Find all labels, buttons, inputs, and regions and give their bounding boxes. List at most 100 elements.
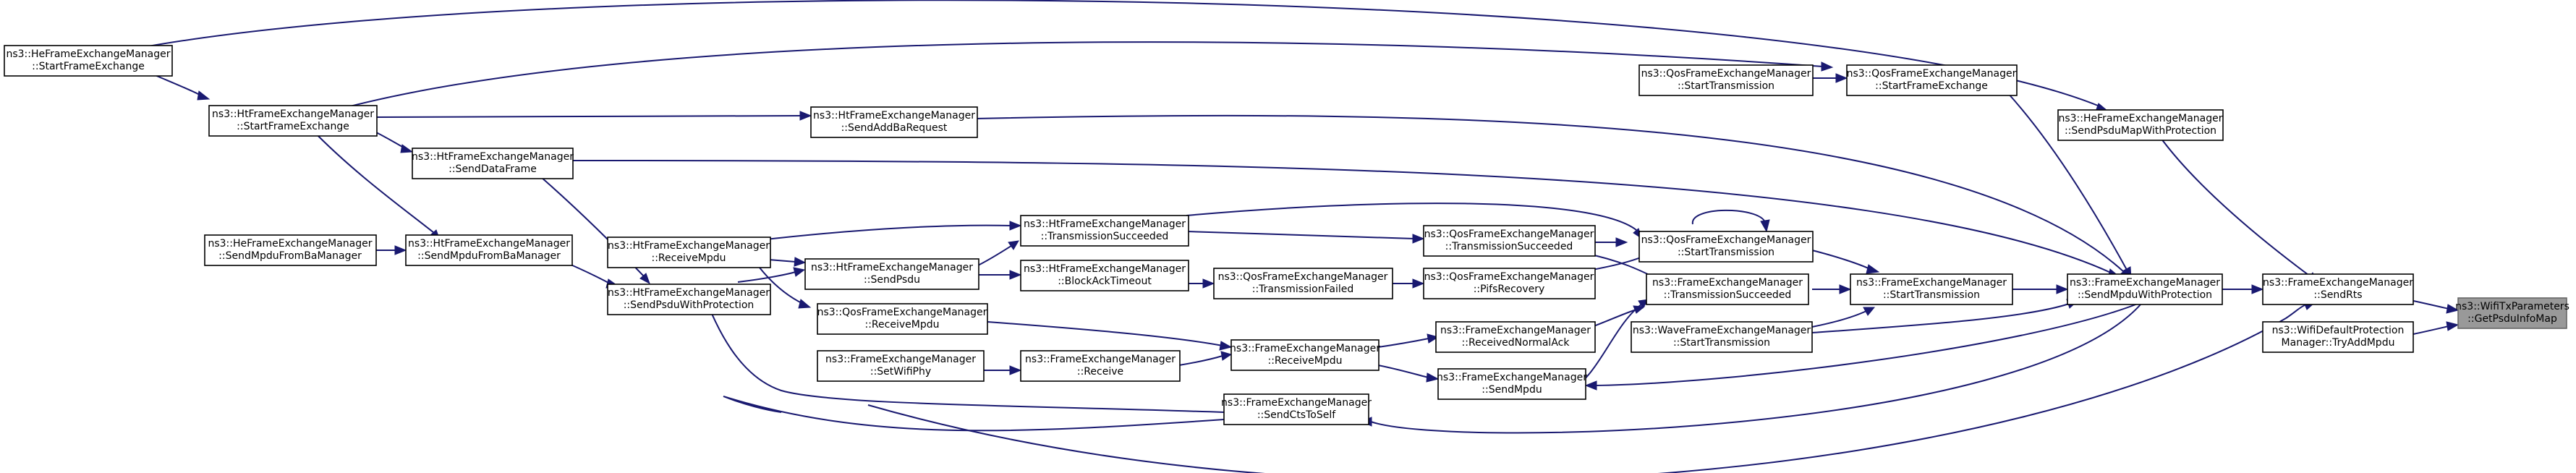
- node-label-line: ::SendMpduFromBaManager: [218, 250, 362, 262]
- node-label-line: ns3::FrameExchangeManager: [1221, 397, 1372, 409]
- edge-qos-start-transmission-self-loop: [1691, 209, 1770, 233]
- edge-he-send-mpdu-from-ba-manager-to-ht-send-mpdu-from-ba-manager: [376, 245, 407, 255]
- node-label-line: ns3::HtFrameExchangeManager: [1024, 218, 1186, 230]
- node-label-line: ns3::HtFrameExchangeManager: [1024, 263, 1186, 275]
- edge-fem-receive-to-fem-receive-mpdu: [1178, 351, 1233, 366]
- node-ht-transmission-succeeded[interactable]: ns3::HtFrameExchangeManager ::Transmissi…: [1020, 215, 1189, 247]
- node-label-line: ns3::FrameExchangeManager: [1025, 354, 1176, 365]
- node-send-rts[interactable]: ns3::FrameExchangeManager ::SendRts: [2262, 273, 2414, 305]
- edge-ht-start-frame-exchange-to-ht-send-add-ba-request: [375, 111, 812, 121]
- node-label-line: ns3::HtFrameExchangeManager: [412, 151, 574, 163]
- node-label-line: ns3::HtFrameExchangeManager: [408, 238, 570, 250]
- node-label-line: ::TransmissionFailed: [1252, 284, 1354, 295]
- node-qos-receive-mpdu[interactable]: ns3::QosFrameExchangeManager ::ReceiveMp…: [817, 303, 988, 335]
- node-label-line: ::SendMpduFromBaManager: [417, 250, 561, 262]
- edge-send-rts-to-get-psdu-info-map: [2413, 300, 2460, 314]
- node-ht-send-mpdu-from-ba-manager[interactable]: ns3::HtFrameExchangeManager ::SendMpduFr…: [405, 234, 573, 266]
- edge-ht-transmission-succeeded-to-qos-transmission-succeeded: [1186, 231, 1425, 244]
- edge-fem-receive-mpdu-to-fem-send-mpdu: [1377, 365, 1440, 383]
- edge-qos-start-transmission-self-to-fem-start-transmission: [1811, 250, 1880, 274]
- node-fem-set-wifi-phy[interactable]: ns3::FrameExchangeManager ::SetWifiPhy: [817, 350, 985, 382]
- node-he-send-mpdu-from-ba-manager[interactable]: ns3::HeFrameExchangeManager ::SendMpduFr…: [204, 234, 377, 266]
- node-fem-send-mpdu[interactable]: ns3::FrameExchangeManager ::SendMpdu: [1437, 368, 1587, 400]
- node-label-line: ::BlockAckTimeout: [1058, 276, 1152, 287]
- node-label-line: ::StartTransmission: [1678, 80, 1774, 92]
- node-fem-send-cts-to-self[interactable]: ns3::FrameExchangeManager ::SendCtsToSel…: [1221, 393, 1372, 425]
- node-label-line: ::TransmissionSucceeded: [1664, 289, 1792, 301]
- node-label-line: ::SendMpdu: [1482, 384, 1542, 396]
- node-send-mpdu-with-protection[interactable]: ns3::FrameExchangeManager ::SendMpduWith…: [2067, 273, 2223, 305]
- node-label-line: ::SendDataFrame: [449, 163, 537, 175]
- node-label-line: ns3::QosFrameExchangeManager: [1218, 271, 1388, 283]
- node-qos-start-transmission-left[interactable]: ns3::QosFrameExchangeManager ::StartTran…: [1638, 64, 1814, 96]
- node-label-line: ns3::HeFrameExchangeManager: [6, 48, 170, 60]
- node-fem-receive[interactable]: ns3::FrameExchangeManager ::Receive: [1020, 350, 1181, 382]
- edge-ht-send-psdu-to-ht-transmission-succeeded: [976, 240, 1019, 267]
- node-label-line: ns3::FrameExchangeManager: [2263, 277, 2413, 289]
- node-qos-pifs-recovery[interactable]: ns3::QosFrameExchangeManager ::PifsRecov…: [1423, 268, 1596, 299]
- node-label-line: ::TransmissionSucceeded: [1445, 241, 1573, 252]
- node-he-start-frame-exchange[interactable]: ns3::HeFrameExchangeManager ::StartFrame…: [4, 45, 173, 77]
- edge-wave-start-transmission-to-fem-start-transmission: [1811, 307, 1876, 328]
- node-label-line: ::StartTransmission: [1673, 337, 1770, 349]
- node-label-line: ns3::WifiTxParameters: [2455, 301, 2569, 312]
- node-label-line: ::StartFrameExchange: [1875, 80, 1988, 92]
- node-qos-transmission-failed[interactable]: ns3::QosFrameExchangeManager ::Transmiss…: [1213, 268, 1393, 299]
- node-label-line: ns3::FrameExchangeManager: [1437, 372, 1587, 383]
- edge-qos-transmission-failed-to-qos-pifs-recovery: [1393, 278, 1425, 289]
- edge-fem-start-transmission-to-send-mpdu-with-protection: [2012, 284, 2069, 294]
- node-label-line: ::TransmissionSucceeded: [1041, 231, 1169, 242]
- node-label-line: ::GetPsduInfoMap: [2467, 313, 2557, 325]
- edge-ht-send-psdu-with-protection-to-ht-send-psdu: [737, 267, 806, 283]
- node-label-line: ::PifsRecovery: [1474, 284, 1545, 295]
- node-label-line: ns3::FrameExchangeManager: [1230, 343, 1380, 354]
- edge-ht-block-ack-timeout-to-qos-transmission-failed: [1186, 278, 1215, 289]
- node-label-line: ::ReceiveMpdu: [865, 319, 940, 331]
- node-get-psdu-info-map[interactable]: ns3::WifiTxParameters ::GetPsduInfoMap: [2455, 297, 2569, 329]
- edge-try-add-mpdu-to-get-psdu-info-map: [2413, 321, 2460, 335]
- node-label-line: ns3::WifiDefaultProtection: [2272, 325, 2405, 336]
- node-ht-receive-mpdu[interactable]: ns3::HtFrameExchangeManager ::ReceiveMpd…: [607, 236, 771, 268]
- node-ht-send-psdu[interactable]: ns3::HtFrameExchangeManager ::SendPsdu: [804, 258, 979, 290]
- edge-ht-send-psdu-with-protection-to-send-cts-to-self: [723, 396, 1225, 432]
- node-ht-send-psdu-with-protection[interactable]: ns3::HtFrameExchangeManager ::SendPsduWi…: [607, 284, 771, 315]
- node-label-line: ::SendPsdu: [864, 274, 920, 286]
- edge-ht-start-frame-exchange-to-qos-start-frame-exchange: [347, 41, 1834, 108]
- edge-fem-transmission-succeeded-to-fem-start-transmission: [1812, 284, 1852, 294]
- node-label-line: ::StartTransmission: [1883, 289, 1980, 301]
- edge-ht-send-psdu-to-ht-block-ack-timeout: [977, 270, 1022, 280]
- node-he-send-psdu-map-with-protection[interactable]: ns3::HeFrameExchangeManager ::SendPsduMa…: [2057, 109, 2224, 141]
- node-ht-start-frame-exchange[interactable]: ns3::HtFrameExchangeManager ::StartFrame…: [208, 105, 378, 137]
- node-label-line: ::SetWifiPhy: [870, 366, 931, 378]
- edge-send-mpdu-with-protection-to-fem-send-mpdu: [1584, 303, 2138, 391]
- node-fem-received-normal-ack[interactable]: ns3::FrameExchangeManager ::ReceivedNorm…: [1435, 321, 1596, 353]
- node-label-line: ::ReceiveMpdu: [1268, 355, 1343, 367]
- node-qos-transmission-succeeded[interactable]: ns3::QosFrameExchangeManager ::Transmiss…: [1423, 225, 1596, 257]
- node-fem-start-transmission[interactable]: ns3::FrameExchangeManager ::StartTransmi…: [1850, 273, 2013, 305]
- node-label-line: ns3::QosFrameExchangeManager: [817, 307, 987, 318]
- node-fem-transmission-succeeded[interactable]: ns3::FrameExchangeManager ::Transmission…: [1646, 273, 1809, 305]
- node-ht-send-add-ba-request[interactable]: ns3::HtFrameExchangeManager ::SendAddBaR…: [810, 106, 978, 138]
- node-label-line: ::ReceiveMpdu: [652, 252, 726, 264]
- node-ht-block-ack-timeout[interactable]: ns3::HtFrameExchangeManager ::BlockAckTi…: [1020, 260, 1189, 291]
- node-label-line: ::ReceivedNormalAck: [1462, 337, 1570, 349]
- edge-fem-receive-mpdu-to-fem-received-normal-ack: [1377, 333, 1440, 348]
- edge-ht-send-data-frame-to-send-mpdu-with-protection: [569, 160, 2121, 278]
- node-label-line: ns3::QosFrameExchangeManager: [1847, 68, 2017, 80]
- node-label-line: ns3::HtFrameExchangeManager: [608, 240, 770, 252]
- node-wave-start-transmission[interactable]: ns3::WaveFrameExchangeManager ::StartTra…: [1631, 321, 1813, 353]
- node-try-add-mpdu[interactable]: ns3::WifiDefaultProtection Manager::TryA…: [2262, 321, 2414, 353]
- node-ht-send-data-frame[interactable]: ns3::HtFrameExchangeManager ::SendDataFr…: [412, 148, 574, 179]
- node-label-line: ns3::HeFrameExchangeManager: [208, 238, 372, 250]
- node-label-line: ns3::QosFrameExchangeManager: [1641, 68, 1811, 80]
- node-label-line: ::SendPsduMapWithProtection: [2065, 125, 2216, 137]
- edge-ht-start-frame-exchange-to-ht-send-mpdu-from-ba-manager: [310, 128, 441, 242]
- node-qos-start-frame-exchange[interactable]: ns3::QosFrameExchangeManager ::StartFram…: [1846, 64, 2018, 96]
- node-qos-start-transmission-self[interactable]: ns3::QosFrameExchangeManager ::StartTran…: [1638, 231, 1814, 263]
- node-fem-receive-mpdu[interactable]: ns3::FrameExchangeManager ::ReceiveMpdu: [1230, 339, 1380, 371]
- edge-fem-set-wifi-phy-to-fem-receive: [984, 365, 1022, 375]
- node-label-line: ::Receive: [1077, 366, 1123, 378]
- node-label-line: ns3::HtFrameExchangeManager: [212, 108, 374, 120]
- node-label-line: ns3::QosFrameExchangeManager: [1424, 271, 1594, 283]
